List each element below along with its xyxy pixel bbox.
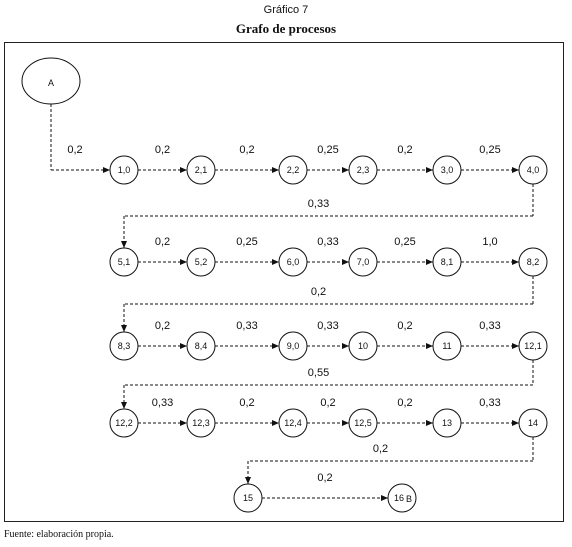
edge-weight: 0,2 [155, 144, 170, 156]
node-label: 5,2 [195, 257, 208, 267]
node-label: 6,0 [287, 257, 300, 267]
node-label: 9,0 [287, 341, 300, 351]
node-label: 10 [358, 341, 368, 351]
node-label: 3,0 [441, 165, 454, 175]
node-label: 12,1 [524, 341, 542, 351]
edge-weight: 0,33 [317, 320, 338, 332]
edge-weight: 0,2 [397, 397, 412, 409]
edge-weight: 0,2 [317, 472, 332, 484]
node-label: 14 [528, 418, 538, 428]
edge-weight: 0,2 [155, 320, 170, 332]
edge-weight: 0,33 [317, 236, 338, 248]
node-label: 4,0 [527, 165, 540, 175]
edge-weight: 0,33 [479, 320, 500, 332]
node-label: 2,2 [287, 165, 300, 175]
node-label: 5,1 [118, 257, 131, 267]
node-label: 2,3 [357, 165, 370, 175]
edge-weight: 0,25 [394, 236, 415, 248]
edge-weight: 1,0 [482, 236, 497, 248]
end-node-suffix: B [406, 494, 412, 504]
edge-weight: 0,2 [67, 144, 82, 156]
edge-weight: 0,33 [152, 397, 173, 409]
node-label: 8,1 [441, 257, 454, 267]
node-label: 2,1 [195, 165, 208, 175]
edge-weight: 0,2 [155, 236, 170, 248]
node-label: 8,4 [195, 341, 208, 351]
edge-weight: 0,2 [397, 320, 412, 332]
start-node-label: A [48, 78, 54, 88]
edge-weight: 0,2 [239, 397, 254, 409]
node-label: 8,3 [118, 341, 131, 351]
edge-weight: 0,2 [239, 144, 254, 156]
figure-title: Grafo de procesos [235, 21, 337, 36]
node-label: 11 [442, 341, 451, 351]
node-label: 12,5 [354, 418, 372, 428]
edge-weight: 0,33 [236, 320, 257, 332]
diagram-frame [4, 42, 564, 522]
edge-weight: 0,25 [317, 144, 338, 156]
connector-weight: 0,55 [308, 367, 329, 379]
edge-weight: 0,2 [320, 397, 335, 409]
node-label: 12,4 [284, 418, 302, 428]
node-label: 8,2 [527, 257, 540, 267]
edge-weight: 0,25 [236, 236, 257, 248]
node-label: 12,2 [115, 418, 133, 428]
node-label: 1,0 [118, 165, 131, 175]
edge-weight: 0,33 [479, 397, 500, 409]
connector-weight: 0,33 [308, 198, 329, 210]
node-label: 13 [442, 418, 452, 428]
edge-weight: 0,2 [397, 144, 412, 156]
figure-source: Fuente: elaboración propia. [4, 529, 114, 540]
connector-weight: 0,2 [373, 443, 388, 455]
node-label: 15 [243, 493, 253, 503]
node-label: 7,0 [357, 257, 370, 267]
figure-number: Gráfico 7 [263, 4, 309, 16]
edge-weight: 0,25 [479, 144, 500, 156]
end-node-label: 16 [394, 493, 404, 503]
node-label: 12,3 [192, 418, 210, 428]
connector-weight: 0,2 [311, 286, 326, 298]
